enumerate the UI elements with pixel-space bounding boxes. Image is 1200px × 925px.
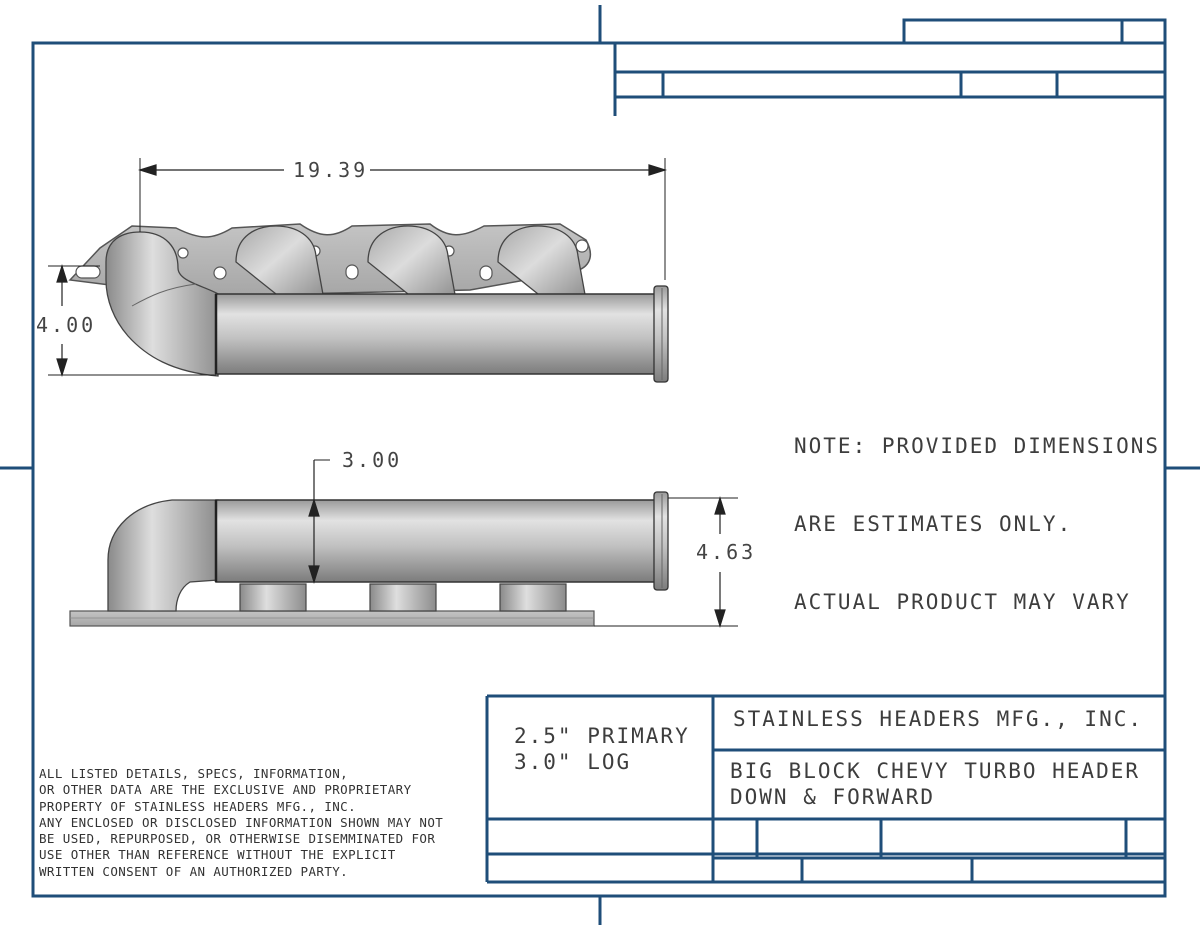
first-primary-bend [105, 231, 223, 377]
legal-line: OR OTHER DATA ARE THE EXCLUSIVE AND PROP… [39, 782, 412, 798]
title-block-spec: 2.5" PRIMARY 3.0" LOG [514, 723, 690, 775]
header-top-view [68, 223, 669, 383]
side-elbow [107, 499, 219, 612]
legal-line: BE USED, REPURPOSED, OR OTHERWISE DISEMM… [39, 831, 436, 847]
dimension-note: NOTE: PROVIDED DIMENSIONS ARE ESTIMATES … [794, 381, 1160, 641]
note-line: ARE ESTIMATES ONLY. [794, 512, 1073, 536]
collector-log [215, 293, 657, 375]
dim-side-height: 4.63 [696, 540, 756, 564]
note-line: ACTUAL PRODUCT MAY VARY [794, 590, 1131, 614]
dimension-lines [48, 158, 738, 629]
dim-flange-height: 4.00 [36, 313, 96, 337]
header-side-view [69, 491, 669, 627]
legal-line: ALL LISTED DETAILS, SPECS, INFORMATION, [39, 766, 349, 781]
title-block-company: STAINLESS HEADERS MFG., INC. [733, 707, 1144, 731]
legal-line: USE OTHER THAN REFERENCE WITHOUT THE EXP… [39, 847, 396, 863]
log-end-flange [653, 285, 669, 383]
legal-line: PROPERTY OF STAINLESS HEADERS MFG., INC. [39, 798, 357, 814]
note-line: NOTE: PROVIDED DIMENSIONS [794, 434, 1161, 458]
dim-log-diameter: 3.00 [342, 448, 402, 472]
legal-line: WRITTEN CONSENT OF AN AUTHORIZED PARTY. [39, 863, 349, 879]
side-collector-log [215, 499, 657, 583]
spec-line: 3.0" LOG [514, 750, 632, 774]
side-flange-plate [69, 610, 595, 627]
title-line: BIG BLOCK CHEVY TURBO HEADER [730, 759, 1141, 783]
legal-line: ANY ENCLOSED OR DISCLOSED INFORMATION SH… [39, 814, 444, 830]
legal-notice: ALL LISTED DETAILS, SPECS, INFORMATION, … [39, 766, 443, 880]
drawing-frame [0, 5, 1200, 925]
dimension-labels: 19.39 4.00 3.00 4.63 [36, 158, 756, 564]
flange-plate [68, 223, 591, 297]
spec-line: 2.5" PRIMARY [514, 724, 690, 748]
title-line: DOWN & FORWARD [730, 785, 936, 809]
title-block-title: BIG BLOCK CHEVY TURBO HEADER DOWN & FORW… [730, 758, 1140, 810]
dim-overall-length: 19.39 [293, 158, 368, 182]
